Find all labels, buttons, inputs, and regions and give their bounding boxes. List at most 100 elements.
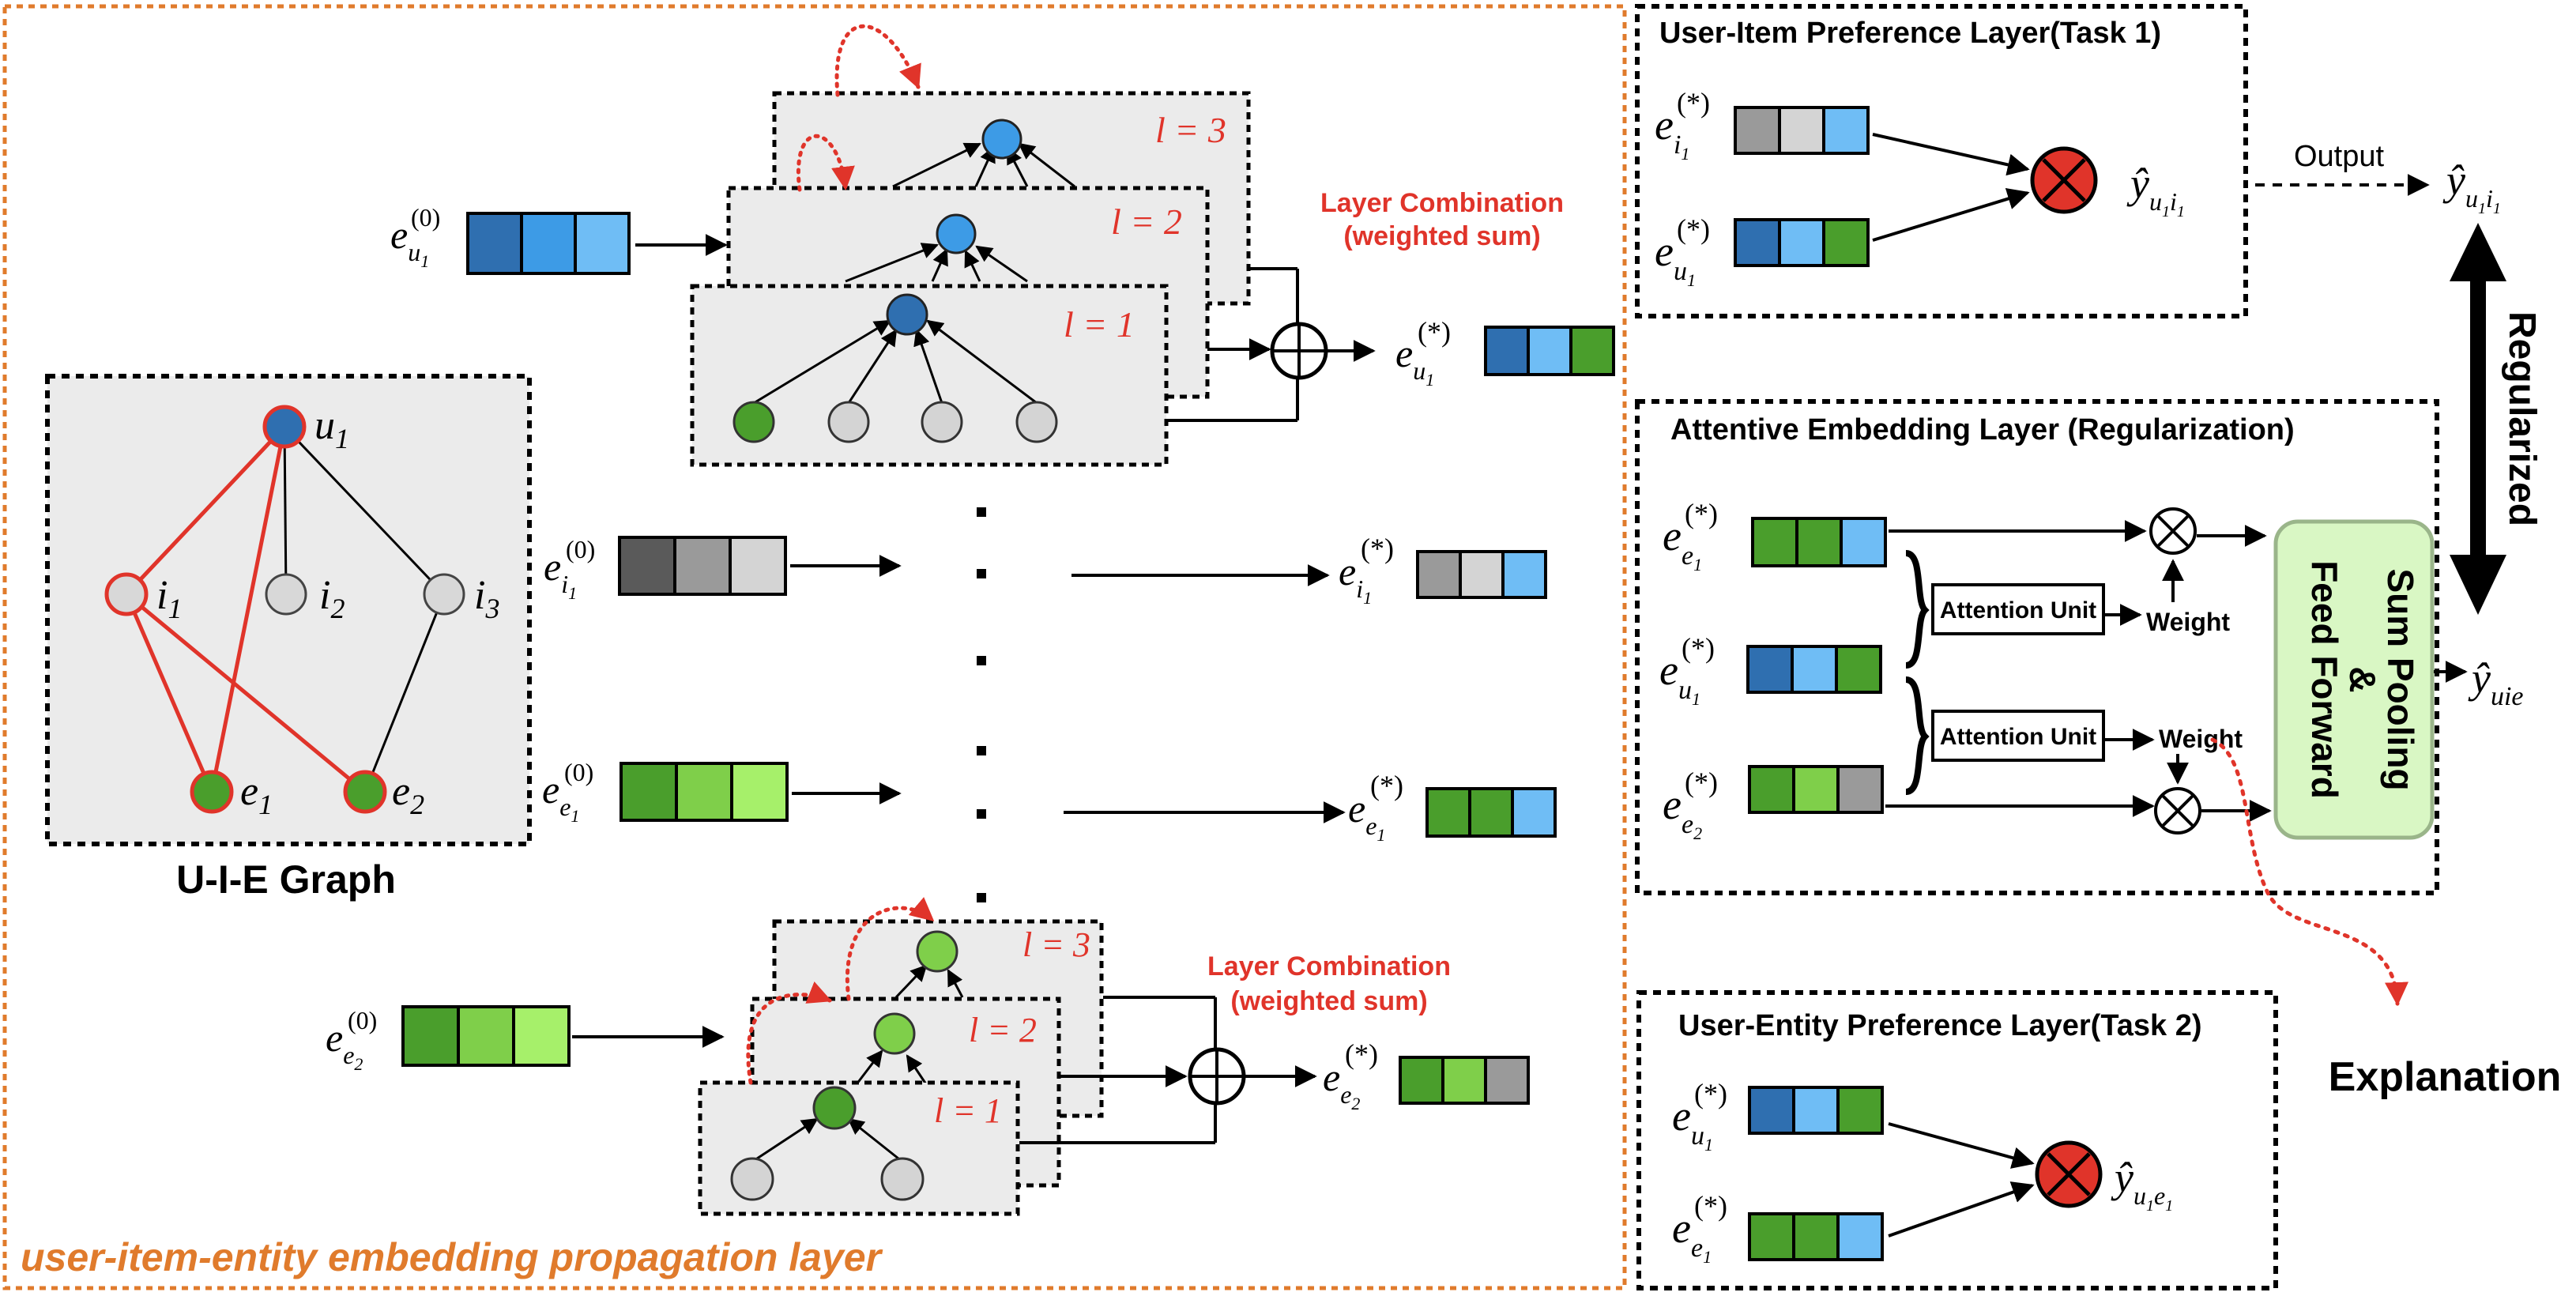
output-label: Output [2294,140,2385,173]
sum-pooling-line1: Sum Pooling [2380,568,2421,790]
top-layer-1-label: l = 1 [1064,304,1135,345]
top-propagation-stack: l = 3 l = 2 l = 1 [690,24,1251,467]
graph-node-u1 [262,405,307,449]
emb-out-e2-label: ee2(*) [1323,1038,1378,1113]
sum-pooling-line3: Feed Forward [2304,560,2345,799]
task2-entity-vector [1748,1212,1884,1261]
task1-panel: User-Item Preference Layer(Task 1) ei1(*… [1635,4,2248,318]
emb-in-u1-label: eu1(0) [390,203,440,271]
attentive-u1-vector [1746,645,1882,694]
top-combination-sublabel: (weighted sum) [1343,221,1540,251]
attention-unit-bottom [1931,710,2105,762]
attention-unit-top-label: Attention Unit [1940,597,2096,624]
uie-graph-caption: U-I-E Graph [176,857,396,902]
task1-item-vector [1734,106,1870,155]
bottom-layer-1-node [812,1086,857,1130]
top-propagation-curve [797,134,855,192]
attentive-e1-vector [1751,517,1887,567]
task1-input-user-label: eu1(*) [1655,213,1710,290]
emb-in-i1-vector [618,536,787,596]
attentive-input-e1-label: ee1(*) [1663,498,1718,575]
bottom-combination-label: Layer Combination [1207,951,1451,981]
bottom-combination-sublabel: (weighted sum) [1230,986,1427,1016]
propagation-frame [2,4,1627,1290]
top-combination-label: Layer Combination [1320,188,1564,218]
bottom-layer-1-leaf [880,1157,925,1201]
top-layer-1 [690,284,1169,467]
emb-out-e1-label: ee1(*) [1348,770,1403,845]
graph-label-i1: i1 [156,573,182,624]
graph-label-e1: e1 [240,769,273,820]
weight-top-label: Weight [2146,608,2230,636]
emb-out-e1-vector [1425,787,1557,838]
attention-unit-top [1931,583,2105,635]
task2-result-label: ŷu1e1 [2111,1154,2173,1215]
task2-multiply-icon [2035,1140,2103,1208]
top-layer-1-leaf [827,401,870,443]
top-propagation-curve [834,24,921,97]
emb-out-i1-vector [1416,550,1547,599]
top-layer-1-node [886,293,928,336]
top-layer-2-node [936,213,977,254]
bottom-layer-1-leaf [730,1157,774,1201]
regularized-label: Regularized [2501,311,2543,526]
top-layer-1-leaf [733,401,775,443]
attention-unit-bottom-label: Attention Unit [1940,724,2096,750]
task1-title: User-Item Preference Layer(Task 1) [1659,17,2161,50]
top-combination-sum [1270,322,1328,380]
output-result-label: ŷu1i1 [2442,156,2501,217]
ellipsis-dots [977,507,986,902]
emb-in-e2-vector [401,1005,571,1067]
emb-out-i1-label: ei1(*) [1339,533,1394,608]
graph-label-i3: i3 [474,573,499,624]
uie-graph: u1 i1 i2 i3 e1 e2 [45,374,532,846]
emb-in-e1-label: ee1(0) [542,758,593,826]
bottom-layer-3-label: l = 3 [1022,925,1090,964]
attentive-brace-top [1904,550,1930,669]
task2-input-entity-label: ee1(*) [1672,1190,1727,1267]
bottom-layer-2-node [873,1012,916,1055]
top-layer-1-leaf [921,401,963,443]
regularized-double-arrow [2450,223,2506,615]
task2-panel: User-Entity Preference Layer(Task 2) eu1… [1636,990,2278,1290]
top-layer-3-label: l = 3 [1155,110,1226,150]
bottom-propagation-stack: l = 3 l = 2 l = 1 [698,897,1104,1216]
graph-node-i1 [104,572,149,616]
weight-bottom-label: Weight [2159,725,2243,753]
bottom-layer-1-label: l = 1 [934,1091,1002,1130]
emb-in-e2-label: ee2(0) [326,1006,377,1074]
task1-user-vector [1734,218,1870,267]
attentive-multiply-bottom-icon [2154,787,2201,834]
emb-in-u1-vector [466,212,631,275]
emb-in-i1-label: ei1(0) [544,535,595,603]
top-layer-3-node [981,119,1022,160]
bottom-layer-3-node [916,930,958,973]
attentive-panel: Attentive Embedding Layer (Regularizatio… [1635,399,2439,895]
propagation-title: user-item-entity embedding propagation l… [21,1235,883,1279]
attentive-input-u1-label: eu1(*) [1659,632,1715,709]
task1-result-label: ŷu1i1 [2126,160,2185,220]
graph-label-e2: e2 [392,769,424,820]
task1-multiply-icon [2030,146,2098,214]
attentive-brace-bottom [1904,676,1930,795]
attentive-multiply-top-icon [2149,507,2197,555]
sum-pooling-box [2273,519,2435,840]
explanation-label: Explanation [2329,1054,2562,1100]
attentive-result-label: ŷuie [2468,654,2524,711]
task2-user-vector [1748,1086,1884,1135]
bottom-layer-2-label: l = 2 [969,1011,1037,1049]
graph-node-e1 [190,770,234,814]
top-layer-1-leaf [1015,401,1058,443]
sum-pooling-line2: & [2342,666,2383,692]
top-layer-2-label: l = 2 [1111,202,1182,242]
bottom-propagation-curve [746,981,832,1085]
attentive-input-e2-label: ee2(*) [1663,767,1718,843]
graph-node-i2 [265,573,307,616]
graph-node-e2 [343,770,387,814]
graph-node-i3 [423,573,465,616]
bottom-combination-sum [1188,1047,1246,1106]
attentive-e2-vector [1748,765,1884,814]
bottom-propagation-curve [845,897,935,1001]
emb-in-e1-vector [620,762,789,822]
emb-out-e2-vector [1399,1056,1530,1105]
